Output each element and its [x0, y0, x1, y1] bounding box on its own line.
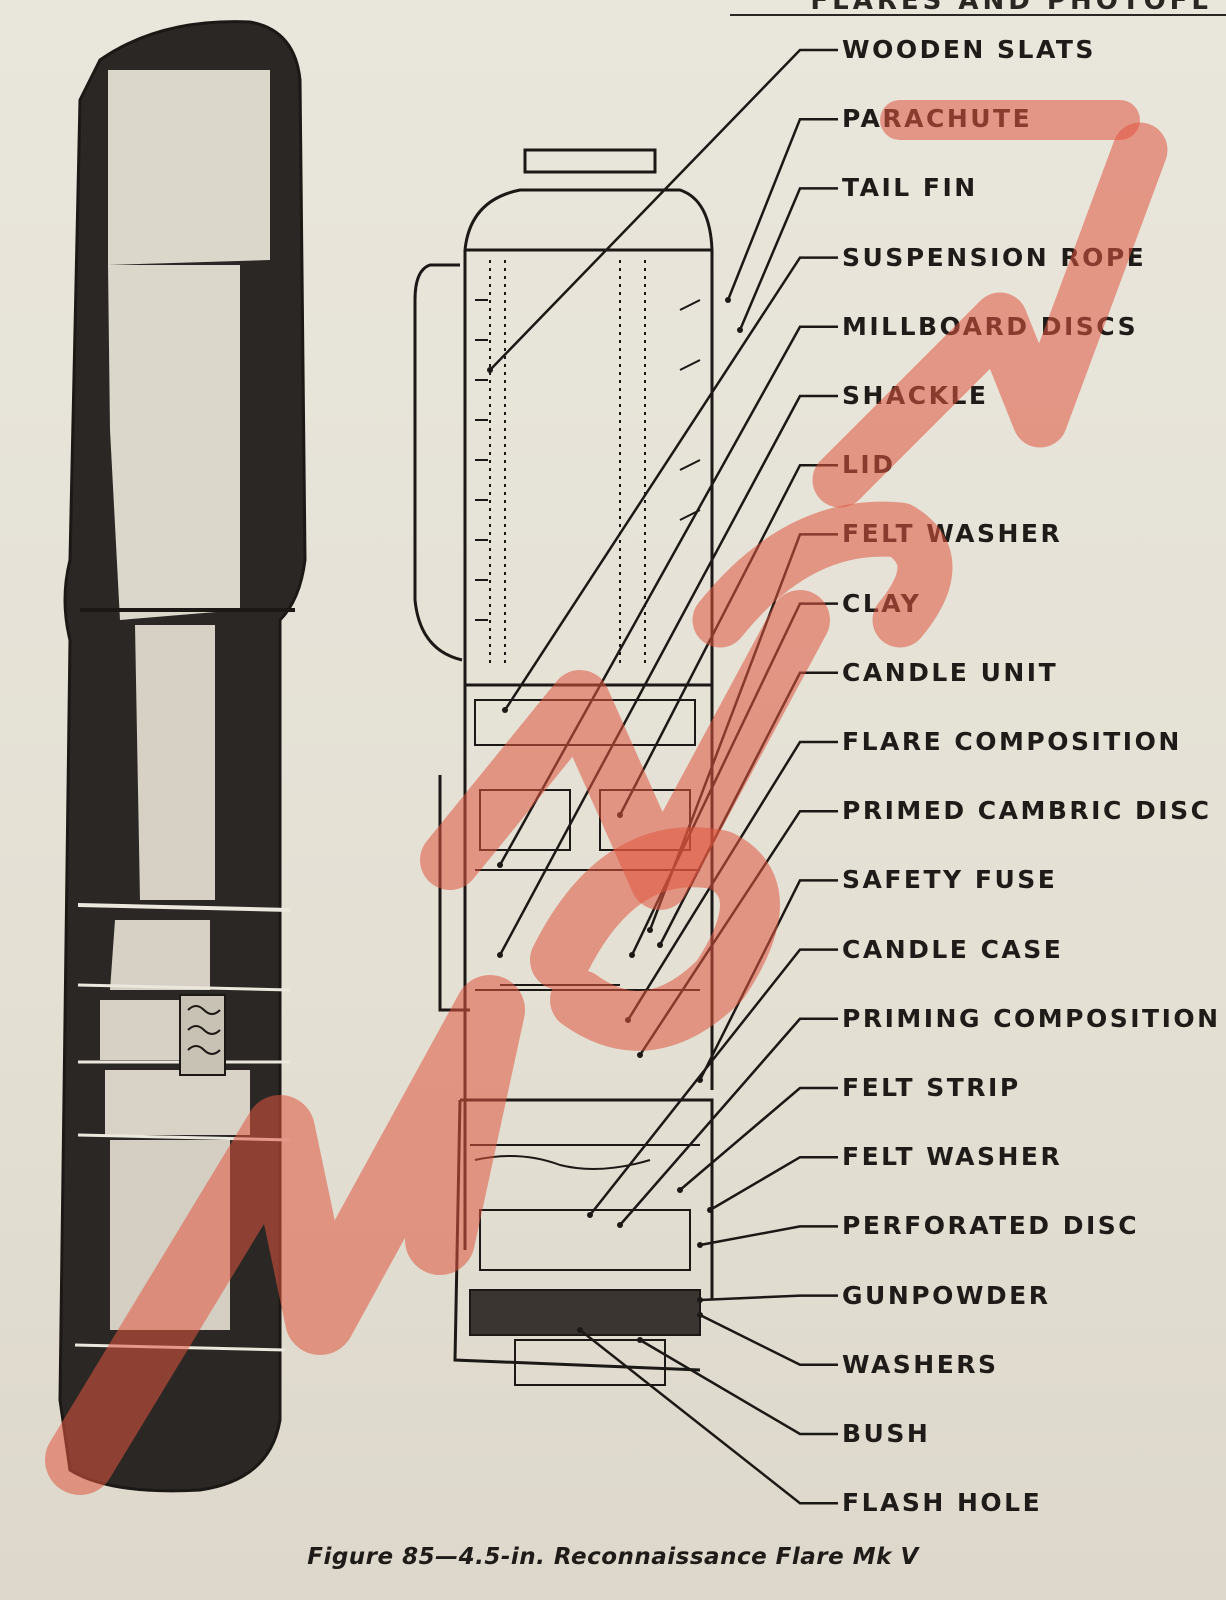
leader-arrowhead: [697, 1242, 703, 1248]
leader-arrowhead: [657, 942, 663, 948]
callout-label: FLASH HOLE: [842, 1488, 1043, 1518]
leader-line: [630, 602, 838, 956]
leader-arrowhead: [625, 1017, 631, 1023]
leader-arrowhead: [697, 1297, 703, 1303]
callout-leaders: [487, 48, 838, 1505]
leader-arrowhead: [697, 1312, 703, 1318]
leader-line: [658, 671, 838, 946]
leader-line: [699, 1294, 838, 1302]
leader-line: [589, 948, 838, 1216]
leader-line: [699, 1225, 838, 1247]
header-rule: [730, 14, 1226, 16]
leader-line: [489, 48, 838, 371]
callout-label: GUNPOWDER: [842, 1280, 1051, 1310]
leader-line: [726, 117, 838, 301]
leader-line: [498, 325, 838, 866]
callout-label: CLAY: [842, 588, 922, 618]
leader-line: [619, 1017, 838, 1226]
leader-line: [579, 1329, 838, 1505]
callout-label: SHACKLE: [842, 381, 989, 410]
running-header: FLARES AND PHOTOFL: [810, 0, 1212, 16]
callout-label: PERFORATED DISC: [842, 1211, 1140, 1241]
callout-label: FELT WASHER: [842, 1142, 1063, 1172]
callout-label: PARACHUTE: [842, 104, 1033, 134]
leader-line: [618, 463, 838, 816]
leader-line: [679, 1086, 838, 1191]
leader-arrowhead: [502, 707, 508, 713]
leader-arrowhead: [577, 1327, 583, 1333]
callout-label: WASHERS: [842, 1349, 999, 1379]
leader-arrowhead: [497, 862, 503, 868]
figure-caption: Figure 85—4.5-in. Reconnaissance Flare M…: [307, 1544, 919, 1570]
leader-arrowhead: [677, 1187, 683, 1193]
callout-label: LID: [842, 450, 896, 480]
callout-label: CANDLE UNIT: [842, 657, 1059, 687]
callout-label: FLARE COMPOSITION: [842, 727, 1182, 756]
leader-arrowhead: [725, 297, 731, 303]
leader-line: [709, 1155, 838, 1212]
callout-label: PRIMING COMPOSITION: [842, 1003, 1221, 1033]
callout-label: TAIL FIN: [842, 173, 978, 203]
callout-label: SAFETY FUSE: [842, 865, 1058, 895]
leader-arrowhead: [617, 812, 623, 818]
callout-label: SUSPENSION ROPE: [842, 242, 1147, 272]
leader-arrowhead: [707, 1207, 713, 1213]
leader-arrowhead: [497, 952, 503, 958]
leader-line: [639, 1338, 838, 1436]
callout-label: FELT STRIP: [842, 1073, 1021, 1102]
leader-line: [498, 394, 838, 956]
leader-line: [503, 256, 838, 711]
callout-label: CANDLE CASE: [842, 934, 1064, 964]
leader-arrowhead: [637, 1337, 643, 1343]
leader-line: [738, 187, 838, 331]
flare-exterior-view: [58, 20, 307, 1493]
leader-line: [699, 1313, 838, 1367]
callout-label: PRIMED CAMBRIC DISC: [842, 796, 1212, 826]
leader-arrowhead: [587, 1212, 593, 1218]
leader-arrowhead: [647, 927, 653, 933]
leader-arrowhead: [637, 1052, 643, 1058]
leader-arrowhead: [629, 952, 635, 958]
callout-label: MILLBOARD DISCS: [842, 311, 1139, 341]
leader-arrowhead: [487, 367, 493, 373]
leader-arrowhead: [737, 327, 743, 333]
callout-label: FELT WASHER: [842, 519, 1063, 549]
callout-label: WOODEN SLATS: [842, 35, 1096, 64]
flare-cutaway-view: [413, 148, 714, 1386]
callout-label: BUSH: [842, 1419, 931, 1448]
leader-arrowhead: [617, 1222, 623, 1228]
